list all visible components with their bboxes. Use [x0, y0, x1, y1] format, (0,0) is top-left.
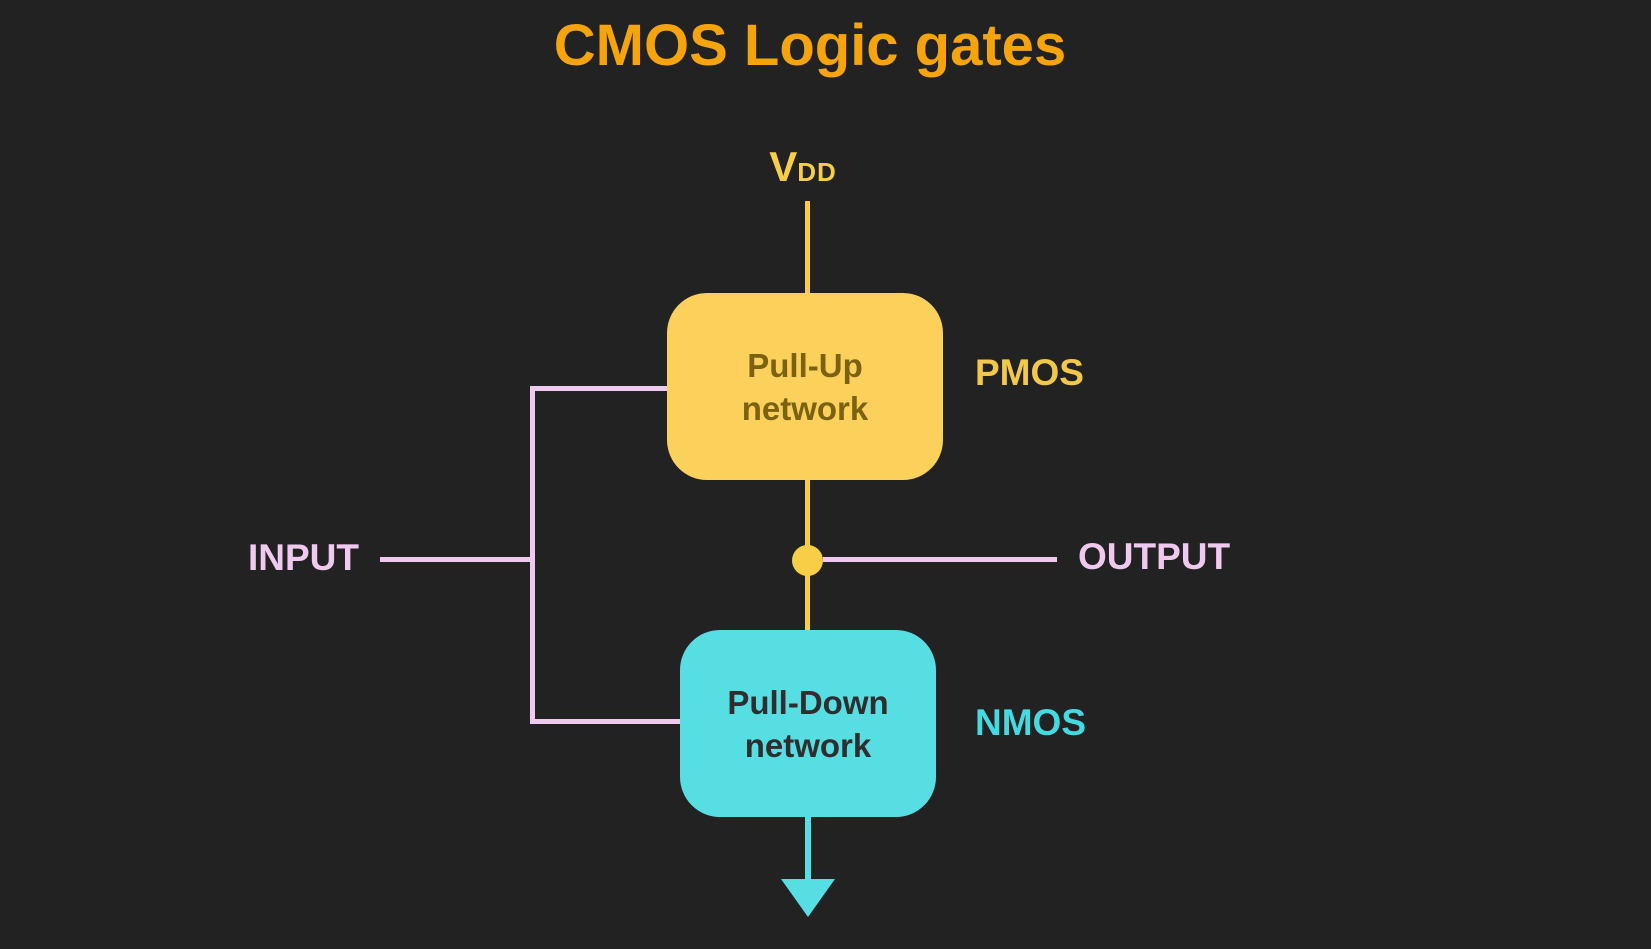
- nmos-label: NMOS: [975, 702, 1086, 743]
- input-branch-top-wire: [530, 386, 668, 391]
- pulldown-network-box: Pull-Down network: [680, 630, 936, 817]
- pullup-network-box: Pull-Up network: [667, 293, 943, 480]
- ground-wire: [805, 815, 811, 883]
- pulldown-label-line1: Pull-Down: [727, 683, 889, 721]
- pullup-label-line2: network: [741, 389, 869, 427]
- pullup-label-line1: Pull-Up: [747, 346, 863, 384]
- vdd-main-text: V: [769, 143, 798, 190]
- vdd-subscript-text: DD: [797, 157, 837, 187]
- output-junction-dot: [792, 545, 823, 576]
- input-branch-bottom-wire: [530, 719, 684, 724]
- input-wire: [380, 557, 534, 562]
- pmos-label: PMOS: [975, 352, 1084, 393]
- ground-arrow-icon: [781, 879, 835, 917]
- pulldown-label-line2: network: [744, 726, 872, 764]
- vdd-label: VDD: [703, 143, 903, 196]
- page-title: CMOS Logic gates: [553, 13, 1067, 78]
- output-wire: [823, 557, 1057, 562]
- vdd-wire: [805, 201, 810, 295]
- input-branch-vertical-wire: [530, 386, 535, 724]
- output-label: OUTPUT: [1078, 536, 1231, 577]
- input-label: INPUT: [248, 537, 359, 578]
